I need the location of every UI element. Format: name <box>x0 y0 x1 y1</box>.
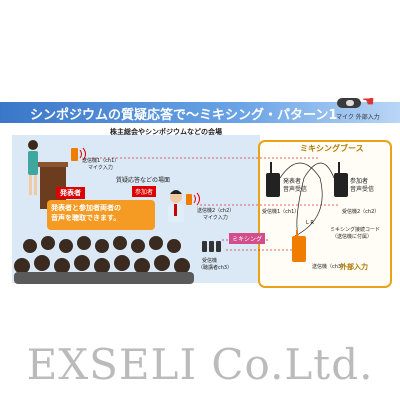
signal-lines <box>92 157 340 206</box>
podium-top <box>38 162 68 167</box>
mixing-booth-label: ミキシングブース <box>300 144 364 153</box>
cord-left <box>279 162 323 237</box>
booth-transmitter-icon <box>292 236 306 262</box>
cord-label1: ミキシング接続コード <box>330 227 381 233</box>
cord-right <box>296 162 335 237</box>
external-input-label: 外部入力 <box>340 263 368 271</box>
booth-rx2-desc1: 参加者 <box>350 178 369 185</box>
receivers-label: 受信機 <box>202 258 218 264</box>
presenter-note-line1: 発表者と参加者両者の <box>51 204 121 212</box>
booth-rx1-desc1: 発表者 <box>283 178 302 185</box>
pointing-hand-icon: ☚ <box>362 94 375 110</box>
booth-receiver-2 <box>334 162 348 197</box>
booth-rx2-desc2: 音声受信 <box>350 186 375 193</box>
booth-rx2-label: 受信機2（ch2） <box>342 209 380 215</box>
meeting-venue-label: 株主総会やシンポジウムなどの会場 <box>110 128 222 136</box>
presenter-figure <box>28 140 38 195</box>
booth-receiver-1 <box>266 162 280 197</box>
diagram-title: シンポジウムの質疑応答で～ミキシング・パターン1 <box>30 108 338 123</box>
switch-knob <box>346 100 354 106</box>
watermark: EXSELI Co.Ltd. <box>26 340 374 389</box>
presenter-note: 発表者と参加者両者の 音声を聴取できます。 <box>47 200 155 230</box>
tx2-label: 送信機2（ch2） <box>197 208 235 214</box>
participant-figure <box>168 190 184 222</box>
tx2-sub: マイク入力 <box>203 215 228 221</box>
booth-tx-label: 送信機（ch3） <box>312 264 347 270</box>
tx1-sub: マイク入力 <box>88 165 113 171</box>
audience-bodies <box>14 272 194 284</box>
presenter-note-line2: 音声を聴取できます。 <box>51 214 121 222</box>
radio-wave-icon <box>79 147 86 161</box>
qa-area-label: 質疑応答などの場面 <box>116 177 171 184</box>
title-bar <box>0 102 400 123</box>
lr-label: L R <box>306 220 314 226</box>
receivers-sub: （聴講者ch3） <box>198 265 233 271</box>
toggle-label: マイク 外部入力 <box>336 114 380 121</box>
transmitter-1-icon <box>71 148 78 161</box>
tx1-label: 送信機1（ch1） <box>82 158 120 164</box>
audience-receivers <box>202 241 221 252</box>
mixing-tag: ミキシング <box>229 233 266 244</box>
participant-tag: 参加者 <box>132 186 157 197</box>
transmitter-2-icon <box>186 194 192 205</box>
cord-label2: （送信機に付属） <box>332 234 373 240</box>
booth-rx1-label: 受信機1（ch1） <box>262 209 300 215</box>
radio-wave-icon-2 <box>193 192 200 206</box>
mixing-booth <box>258 140 392 288</box>
booth-rx1-desc2: 音声受信 <box>283 186 308 193</box>
presenter-tag: 発表者 <box>56 187 85 199</box>
audience <box>14 236 190 274</box>
